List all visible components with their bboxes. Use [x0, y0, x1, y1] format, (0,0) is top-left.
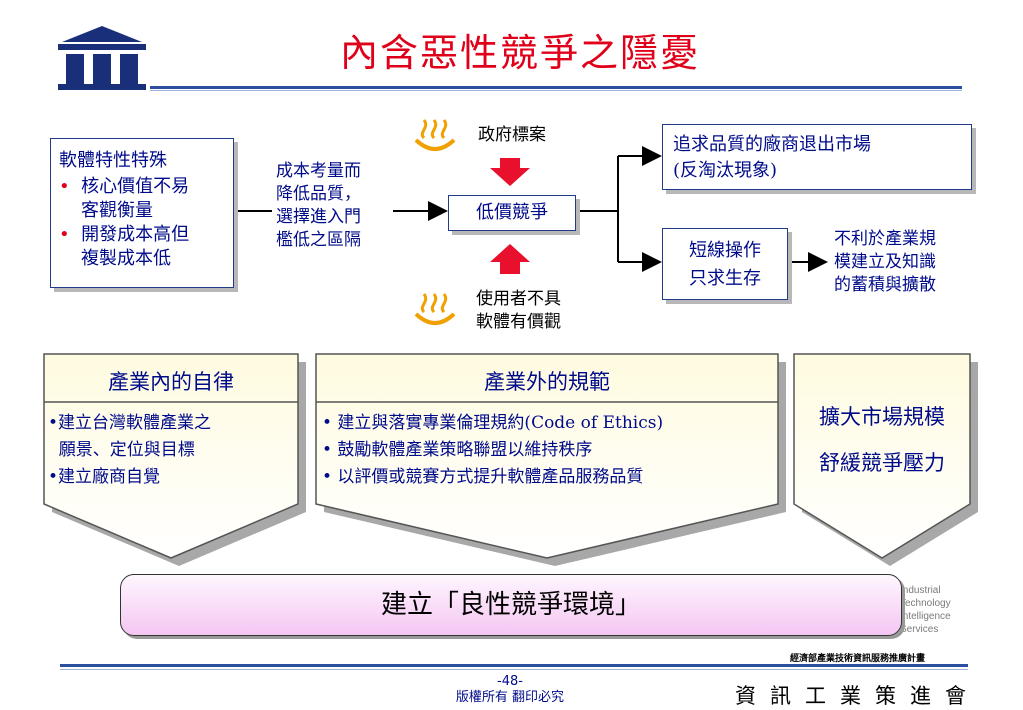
pentagon-market-scale [793, 353, 978, 566]
iiis-logo-text: Industrial Technology Intelligence Servi… [900, 585, 951, 635]
bottom-rule-thin [60, 669, 968, 670]
hot-spring-icon [414, 119, 456, 151]
short-term-box: 短線操作 只求生存 [662, 228, 788, 300]
iiis-program-label: 經濟部產業技術資訊服務推廣計畫 [790, 654, 926, 664]
pentagon-label-market-scale: 擴大市場規模 舒緩競爭壓力 [819, 405, 945, 475]
low-price-competition-box: 低價競爭 [448, 195, 576, 231]
bullet-item: • 核心價值不易 客觀衡量 • 開發成本高但 複製成本低 [59, 176, 190, 269]
footer-center: -48- 版權所有 翻印必究 [420, 674, 600, 706]
pentagon-items-external-norms: • 建立與落實專業倫理規約(Code of Ethics) • 鼓勵軟體產業策略… [322, 413, 664, 487]
pentagon-label-external-norms: 產業外的規範 [484, 370, 610, 394]
page-title: 內含惡性競爭之隱憂 [339, 31, 700, 75]
page-number: -48- [497, 674, 523, 689]
iii-logo-icon [58, 26, 146, 90]
hot-spring-icon [414, 293, 456, 325]
quality-exit-box: 追求品質的廠商退出市場 (反淘汰現象) [662, 124, 972, 190]
industry-scale-text: 不利於產業規 模建立及知識 的蓄積與擴散 [834, 229, 936, 295]
software-characteristics-box: 軟體特性特殊 • 核心價值不易 客觀衡量 • 開發成本高但 複製成本低 [50, 138, 234, 288]
box-heading: 軟體特性特殊 [59, 150, 167, 171]
cost-consideration-text: 成本考量而 降低品質， 選擇進入門 檻低之區隔 [276, 161, 361, 250]
org-name: 資訊工業策進會 [735, 684, 980, 708]
pentagon-self-discipline [43, 353, 306, 566]
red-arrow-up-icon [490, 244, 530, 274]
pentagon-external-norms [315, 353, 786, 566]
pentagon-items-self-discipline: •建立台灣軟體產業之 願景、定位與目標 •建立廠商自覺 [48, 413, 212, 487]
pentagon-label-self-discipline: 產業內的自律 [108, 370, 234, 394]
copyright-text: 版權所有 翻印必究 [455, 690, 565, 705]
healthy-competition-banner: 建立「良性競爭環境」 [120, 574, 902, 636]
top-rule [150, 86, 962, 89]
user-value-label: 使用者不具 軟體有價觀 [476, 289, 561, 332]
gov-tender-label: 政府標案 [478, 125, 546, 145]
top-rule-thin [150, 90, 962, 91]
red-arrow-down-icon [490, 158, 530, 186]
bottom-rule [60, 664, 968, 667]
